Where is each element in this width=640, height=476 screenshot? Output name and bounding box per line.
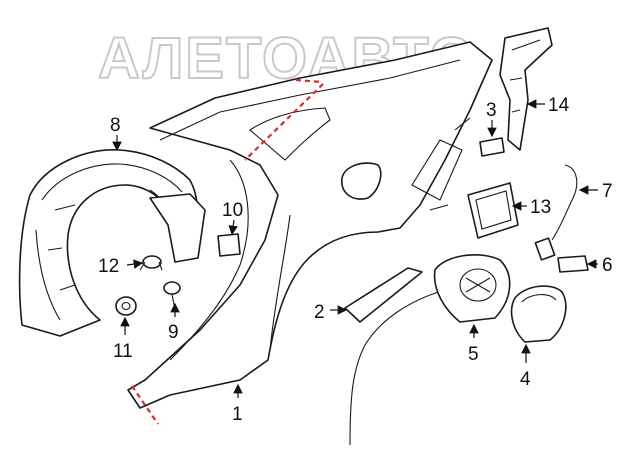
callout-11: 11: [113, 341, 133, 362]
callout-13: 13: [530, 197, 551, 218]
leader-12: [126, 259, 144, 269]
cut-line-bottom: [131, 385, 159, 425]
callout-10: 10: [222, 200, 243, 221]
filler-housing-part: [349, 254, 511, 446]
callout-9: 9: [168, 322, 179, 343]
actuator-part: [557, 255, 589, 273]
callout-2: 2: [314, 302, 325, 323]
quarter-panel-part: [127, 41, 493, 409]
gasket-part: [467, 182, 519, 239]
bracket-part: [499, 27, 553, 151]
callout-7: 7: [602, 181, 613, 202]
callout-14: 14: [548, 95, 570, 116]
callout-8: 8: [110, 115, 121, 136]
callout-5: 5: [468, 344, 479, 365]
cut-line-top: [295, 78, 323, 84]
fuel-door-part: [510, 285, 567, 343]
retainer-clip-part: [217, 233, 241, 257]
wheel-liner-part: [18, 149, 206, 337]
callout-1: 1: [232, 404, 243, 425]
leader-10: [228, 219, 238, 236]
cut-line-pillar: [244, 83, 324, 161]
clip-part: [479, 137, 505, 157]
callout-3: 3: [486, 100, 497, 121]
support-bracket-part: [344, 267, 423, 323]
screw-part: [139, 255, 163, 271]
release-cable-part: [534, 164, 578, 261]
callout-4: 4: [520, 369, 531, 390]
nut-part: [115, 296, 137, 316]
callout-12: 12: [98, 256, 119, 277]
callout-6: 6: [602, 255, 613, 276]
bolt-part: [163, 281, 181, 311]
